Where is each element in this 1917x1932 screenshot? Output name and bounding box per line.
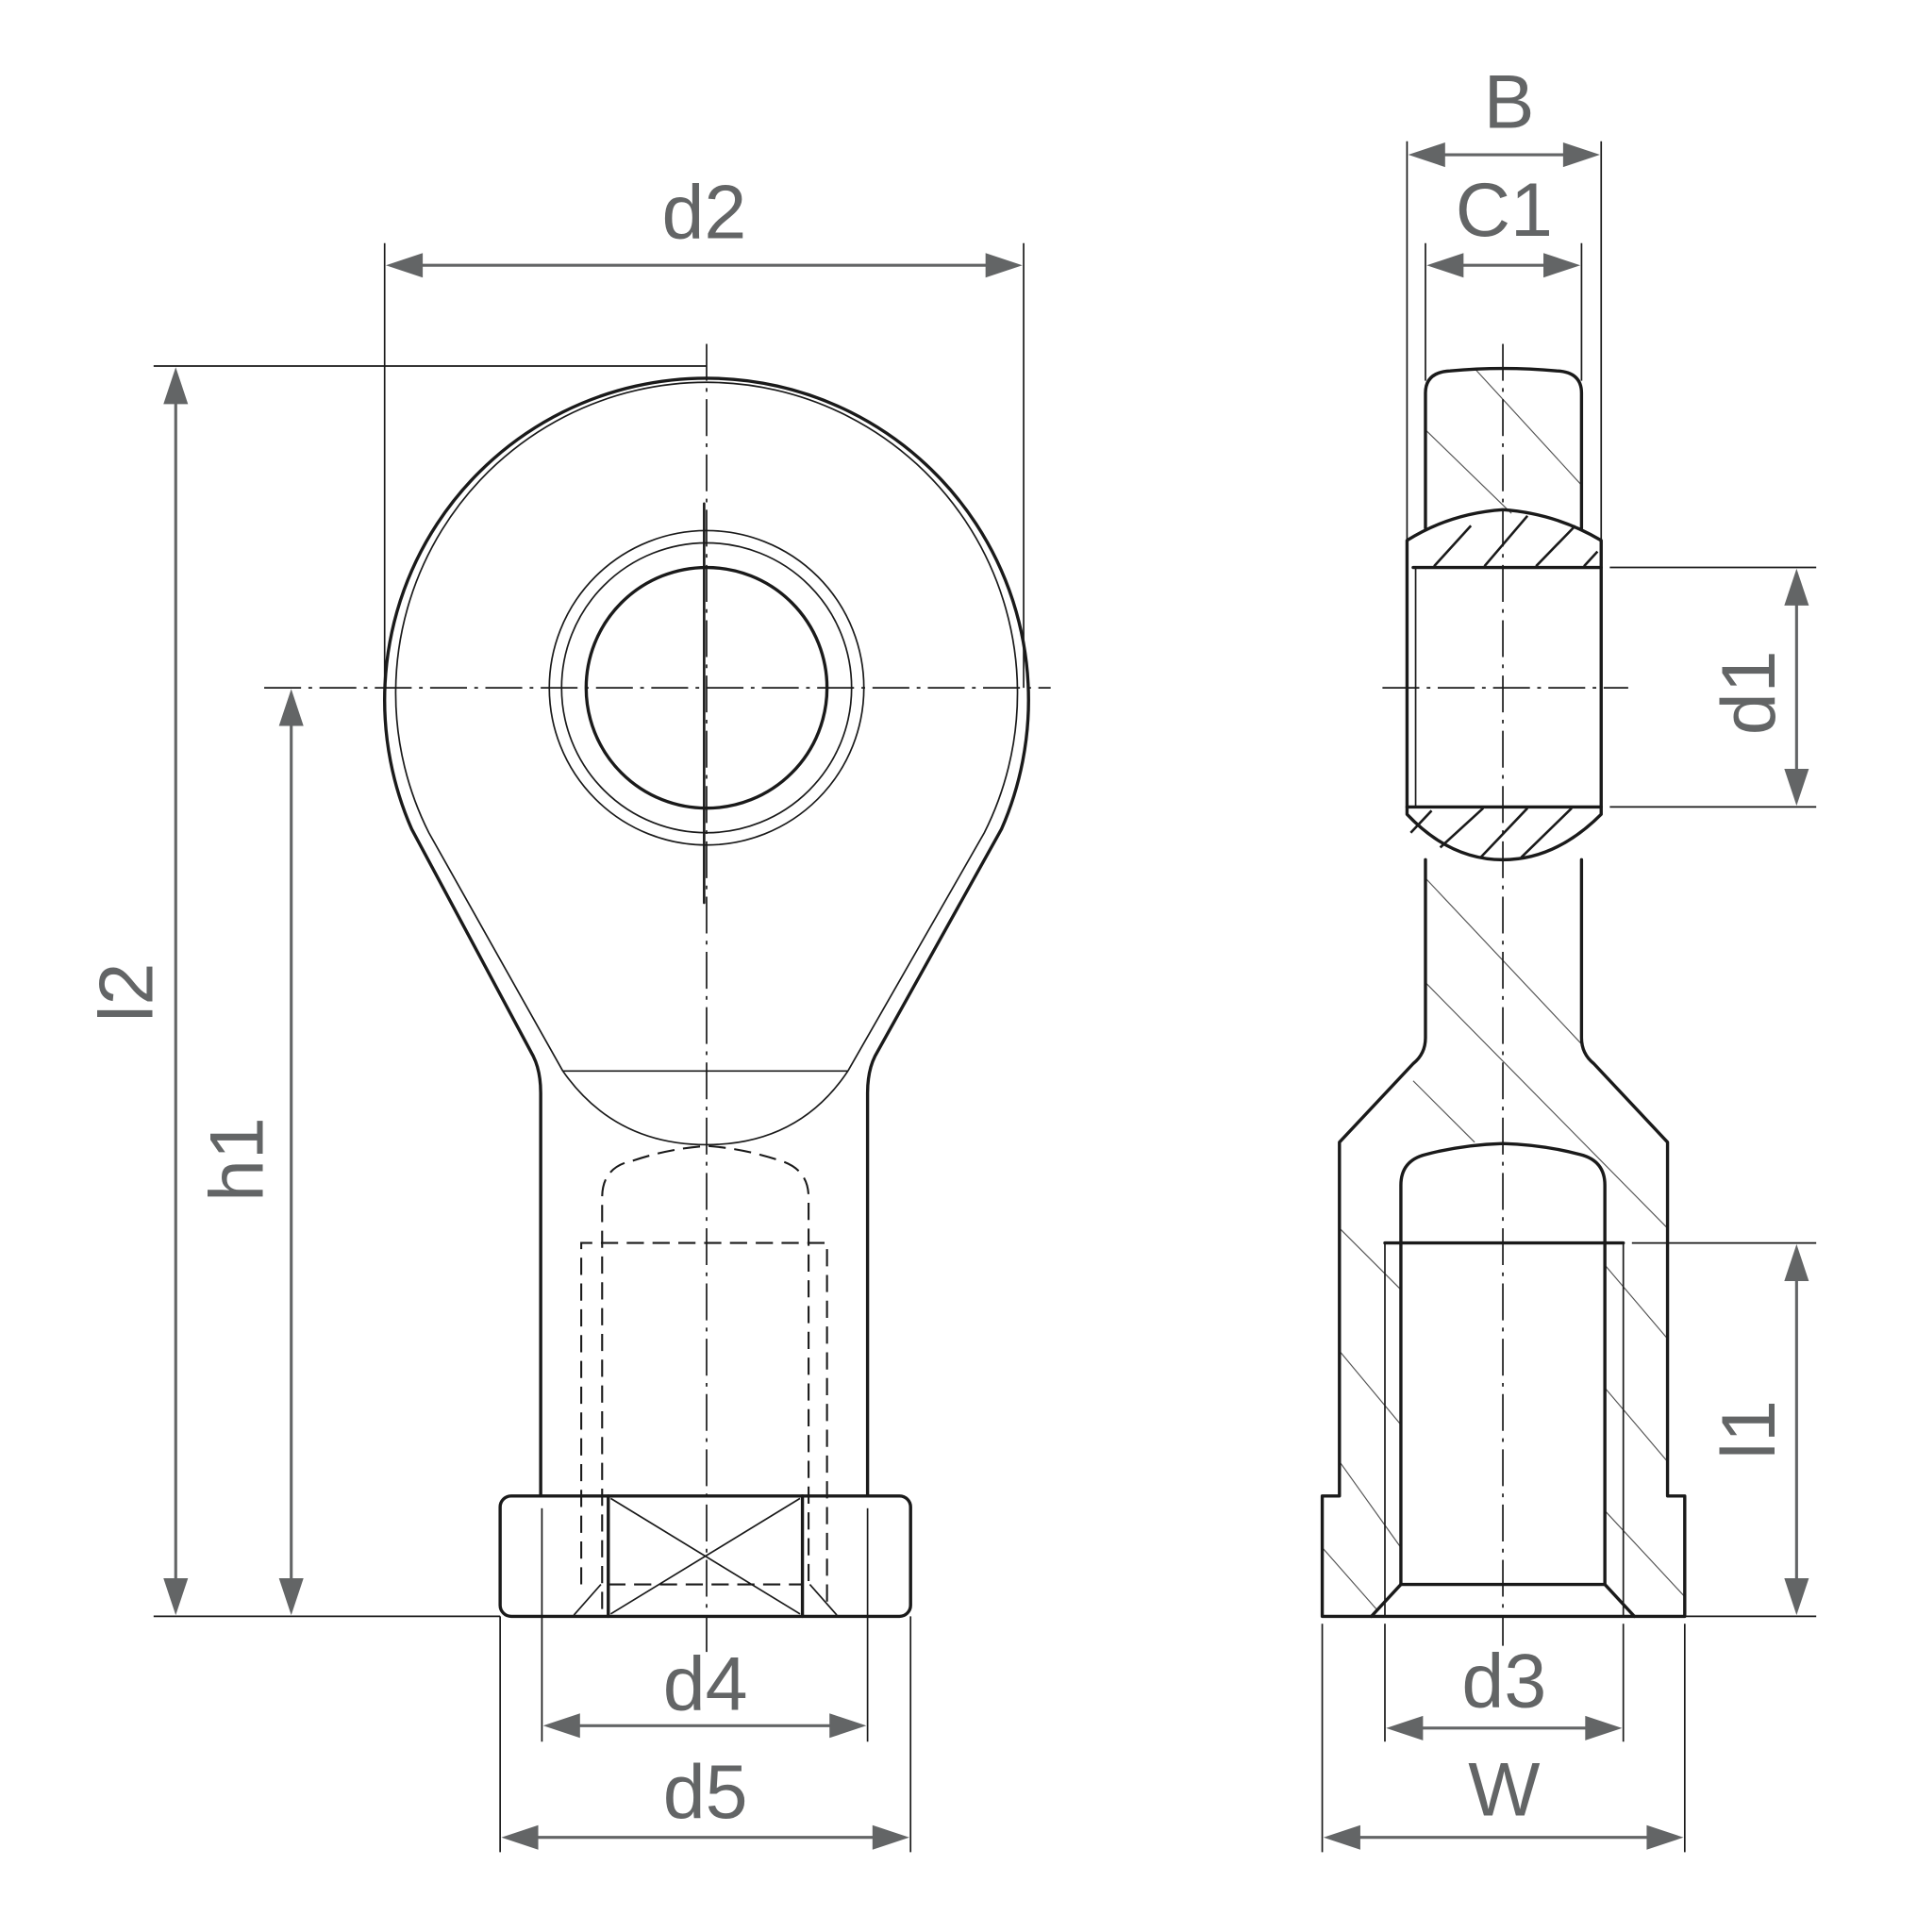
label-l2: l2 [85,963,170,1023]
dimension-h1: h1 [195,689,304,1616]
chamfer-right [808,1583,838,1616]
chamfer-left-side [1369,1582,1403,1619]
hidden-thread-major [580,1241,828,1609]
label-W: W [1468,1747,1540,1832]
dimension-d3: d3 [1386,1640,1623,1740]
dimension-l1: l1 [1707,1243,1809,1616]
label-h1: h1 [195,1117,280,1202]
dimension-W: W [1323,1747,1684,1850]
label-l1: l1 [1707,1400,1792,1459]
label-d5: d5 [663,1750,748,1835]
nut-cross-b [609,1497,801,1615]
label-d4: d4 [663,1641,748,1726]
dimension-d2: d2 [386,171,1023,278]
label-C1: C1 [1456,168,1553,253]
ball-hatch [1409,514,1599,858]
front-eye-inner-outline [394,381,1019,1072]
label-d2: d2 [661,171,746,256]
front-eye-outline [383,376,1030,1498]
housing-top [1424,366,1584,530]
label-d1: d1 [1707,650,1792,735]
label-B: B [1484,59,1535,144]
dimension-d5: d5 [501,1750,909,1850]
chamfer-right-side [1603,1582,1637,1619]
side-view: B C1 d1 l1 d3 [1320,59,1817,1853]
front-view: d2 l2 h1 d4 d5 [85,171,1051,1853]
dimension-l2: l2 [85,367,189,1616]
neck-arc [561,1070,849,1146]
dimension-C1: C1 [1426,168,1581,278]
hex-nut [498,1494,912,1619]
dimension-d4: d4 [542,1641,867,1739]
thread-major [1384,1241,1625,1617]
ball-outline [1405,508,1603,862]
hidden-thread-bore [601,1144,810,1609]
chamfer-left [573,1583,602,1616]
dimension-B: B [1408,59,1600,168]
label-d3: d3 [1461,1640,1546,1724]
dimension-d1: d1 [1707,568,1809,807]
